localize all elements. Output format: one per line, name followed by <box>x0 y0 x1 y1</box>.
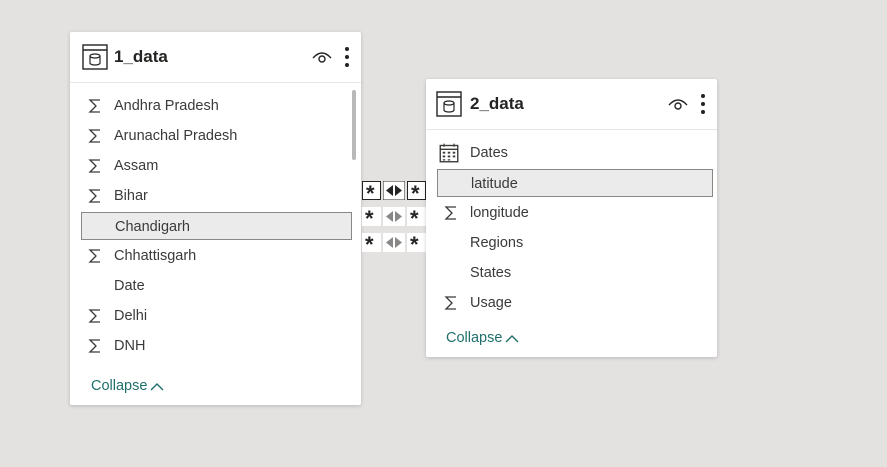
field-label: latitude <box>471 176 518 192</box>
table-card-header[interactable]: 1_data <box>70 32 361 83</box>
more-options-icon[interactable] <box>344 46 350 68</box>
field-item[interactable]: latitude <box>437 169 713 197</box>
from-cardinality: * <box>362 181 381 206</box>
field-label: States <box>470 265 512 281</box>
field-label: Usage <box>470 295 512 311</box>
chevron-up-icon <box>150 382 164 391</box>
sigma-icon <box>88 249 100 263</box>
sigma-icon <box>88 309 100 323</box>
from-cardinality: * <box>362 206 381 231</box>
sigma-icon <box>88 339 100 353</box>
to-cardinality: * <box>407 181 426 206</box>
field-item[interactable]: Assam <box>81 152 352 180</box>
sigma-icon <box>444 206 456 220</box>
field-label: Regions <box>470 235 524 251</box>
field-label: Assam <box>114 158 159 174</box>
collapse-label: Collapse <box>446 330 503 346</box>
collapse-button[interactable]: Collapse <box>446 330 519 346</box>
sigma-icon <box>88 99 100 113</box>
field-label: Arunachal Pradesh <box>114 128 238 144</box>
sigma-icon <box>88 129 100 143</box>
cross-filter-both-icon <box>383 207 405 226</box>
field-label: Chhattisgarh <box>114 248 197 264</box>
calendar-icon <box>439 143 459 163</box>
field-item[interactable]: Chandigarh <box>81 212 352 240</box>
field-label: Date <box>114 278 145 294</box>
field-item[interactable]: Andhra Pradesh <box>81 92 352 120</box>
field-item[interactable]: Arunachal Pradesh <box>81 122 352 150</box>
sigma-icon <box>88 189 100 203</box>
field-label: DNH <box>114 338 146 354</box>
field-item[interactable]: Chhattisgarh <box>81 242 352 270</box>
field-label: Bihar <box>114 188 148 204</box>
field-item[interactable]: Usage <box>437 289 713 317</box>
sigma-icon <box>444 296 456 310</box>
collapse-button[interactable]: Collapse <box>91 378 164 394</box>
field-label: longitude <box>470 205 529 221</box>
scrollbar[interactable] <box>352 90 356 160</box>
table-card-header[interactable]: 2_data <box>426 79 717 130</box>
field-item[interactable]: DNH <box>81 332 352 360</box>
eye-icon[interactable] <box>312 50 332 64</box>
collapse-label: Collapse <box>91 378 148 394</box>
field-item[interactable]: Date <box>81 272 352 300</box>
table-title: 2_data <box>470 94 524 113</box>
more-options-icon[interactable] <box>700 93 706 115</box>
field-label: Chandigarh <box>115 219 190 235</box>
cross-filter-both-icon <box>383 233 405 252</box>
field-item[interactable]: Delhi <box>81 302 352 330</box>
field-item[interactable]: Bihar <box>81 182 352 210</box>
eye-icon[interactable] <box>668 97 688 111</box>
from-cardinality: * <box>362 232 381 257</box>
field-item[interactable]: longitude <box>437 199 713 227</box>
chevron-up-icon <box>505 334 519 343</box>
field-item[interactable]: States <box>437 259 713 287</box>
field-item[interactable]: Dates <box>437 139 713 167</box>
field-label: Dates <box>470 145 508 161</box>
table-title: 1_data <box>114 47 168 66</box>
field-label: Delhi <box>114 308 148 324</box>
table-icon <box>82 44 108 70</box>
sigma-icon <box>88 159 100 173</box>
table-icon <box>436 91 462 117</box>
to-cardinality: * <box>407 206 426 231</box>
to-cardinality: * <box>407 232 426 257</box>
field-label: Andhra Pradesh <box>114 98 219 114</box>
field-item[interactable]: Regions <box>437 229 713 257</box>
cross-filter-both-icon <box>383 181 405 200</box>
